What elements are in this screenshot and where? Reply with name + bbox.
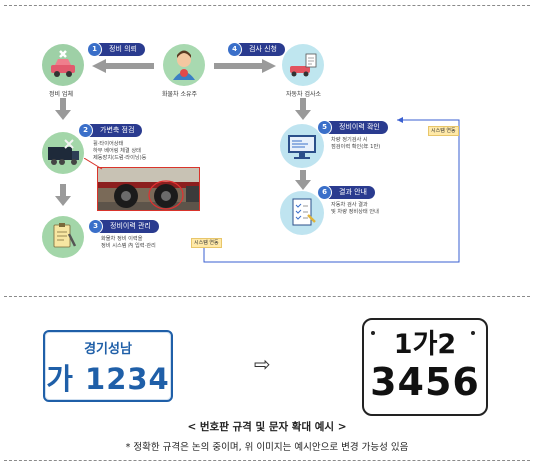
owner-label: 화물차 소유주 bbox=[162, 91, 198, 98]
figure-caption: < 번호판 규격 및 문자 확대 예시 > bbox=[187, 421, 347, 433]
step-1-pill: 정비 의뢰 bbox=[93, 43, 145, 56]
system-link-connector bbox=[203, 117, 460, 263]
car-icon bbox=[51, 50, 75, 77]
plate-screw-right bbox=[471, 331, 475, 335]
current-plate-number: 가 1234 bbox=[46, 362, 170, 396]
truck-axle-photo bbox=[97, 167, 200, 211]
owner-node bbox=[163, 44, 205, 86]
step-3-number: 3 bbox=[88, 219, 103, 234]
step-6-label: 결과 안내 bbox=[339, 188, 367, 196]
arrow-down-inspection bbox=[295, 98, 311, 120]
step-1-label: 정비 의뢰 bbox=[109, 45, 137, 53]
process-diagram: 정비 업체 화물차 소유주 자동차 검사소 정비 의뢰 1 검사 신청 4 bbox=[42, 42, 460, 263]
inspection-center-label: 자동차 검사소 bbox=[286, 91, 322, 98]
arrow-down-history-check bbox=[295, 170, 311, 190]
step-2-pill: 가변축 점검 bbox=[84, 124, 143, 137]
repair-shop-label: 정비 업체 bbox=[49, 91, 73, 98]
system-link-tag-right: 시스템 연동 bbox=[428, 126, 459, 136]
system-link-tag-left: 시스템 연동 bbox=[191, 238, 222, 248]
plate-screw-left bbox=[371, 331, 375, 335]
current-plate: 경기성남 가 1234 bbox=[43, 330, 173, 402]
truck-icon bbox=[48, 139, 79, 165]
truck-wheels-image bbox=[98, 168, 199, 210]
step-6-detail-1: 자동차 검사 결과 bbox=[331, 202, 368, 208]
step-5-number: 5 bbox=[317, 120, 332, 135]
enlarged-plate-top: 1가2 bbox=[393, 329, 457, 360]
step-5-detail-1: 차량 정기검사 시 bbox=[331, 137, 368, 143]
clipboard-wrench-icon bbox=[53, 223, 77, 248]
person-icon bbox=[173, 50, 195, 80]
repair-shop-node bbox=[42, 44, 84, 86]
step-3-pill: 정비이력 관리 bbox=[94, 220, 159, 233]
step-4-number: 4 bbox=[227, 42, 242, 57]
top-divider bbox=[4, 5, 530, 6]
inspection-center-node bbox=[282, 44, 324, 86]
enlarged-plate-bottom: 3456 bbox=[370, 360, 480, 404]
arrow-owner-to-inspection bbox=[214, 59, 276, 73]
step-5-detail-2: 점검이력 확인(年 1만) bbox=[331, 144, 381, 150]
enlarged-plate: 1가2 3456 bbox=[362, 318, 488, 416]
step-2-number: 2 bbox=[78, 123, 93, 138]
step-6-number: 6 bbox=[317, 185, 332, 200]
step-2-label: 가변축 점검 bbox=[100, 126, 135, 134]
history-management-node bbox=[42, 216, 84, 258]
arrow-down-axle bbox=[55, 184, 71, 206]
step-4-pill: 검사 신청 bbox=[233, 43, 285, 56]
step-4-label: 검사 신청 bbox=[249, 45, 277, 53]
axle-check-node bbox=[42, 132, 84, 174]
bottom-divider bbox=[4, 460, 530, 461]
step-3-detail-1: 화물차 정비 이력을 bbox=[101, 236, 143, 242]
current-plate-region: 경기성남 bbox=[84, 342, 132, 357]
step-5-pill: 정비이력 확인 bbox=[323, 121, 388, 134]
step-3-detail-2: 정비 시스템 內 입력·관리 bbox=[101, 243, 156, 249]
step-1-number: 1 bbox=[87, 42, 102, 57]
step-2-detail-2: 하부 베어링 체결 상태 bbox=[93, 148, 141, 154]
figure-note: * 정확한 규격은 논의 중이며, 위 이미지는 예시안으로 변경 가능성 있음 bbox=[125, 442, 409, 453]
step-3-label: 정비이력 관리 bbox=[110, 222, 151, 230]
comparison-arrow: ⇨ bbox=[254, 352, 271, 376]
inspection-car-icon bbox=[290, 53, 317, 77]
step-2-detail-3: 제동장치(드럼·라이닝)등 bbox=[93, 155, 147, 161]
photo-pointer-line bbox=[84, 158, 103, 170]
middle-divider bbox=[4, 296, 530, 297]
history-check-node bbox=[280, 124, 324, 168]
step-5-label: 정비이력 확인 bbox=[339, 123, 380, 131]
step-6-detail-2: 및 차량 정비상태 안내 bbox=[331, 209, 379, 215]
result-node bbox=[280, 191, 324, 235]
step-2-detail-1: 휠·타이어상태 bbox=[93, 141, 124, 147]
arrow-down-shop bbox=[55, 98, 71, 120]
checklist-icon bbox=[292, 198, 316, 226]
step-6-pill: 결과 안내 bbox=[323, 186, 375, 199]
monitor-icon bbox=[288, 135, 316, 159]
arrow-owner-to-shop bbox=[92, 59, 154, 73]
